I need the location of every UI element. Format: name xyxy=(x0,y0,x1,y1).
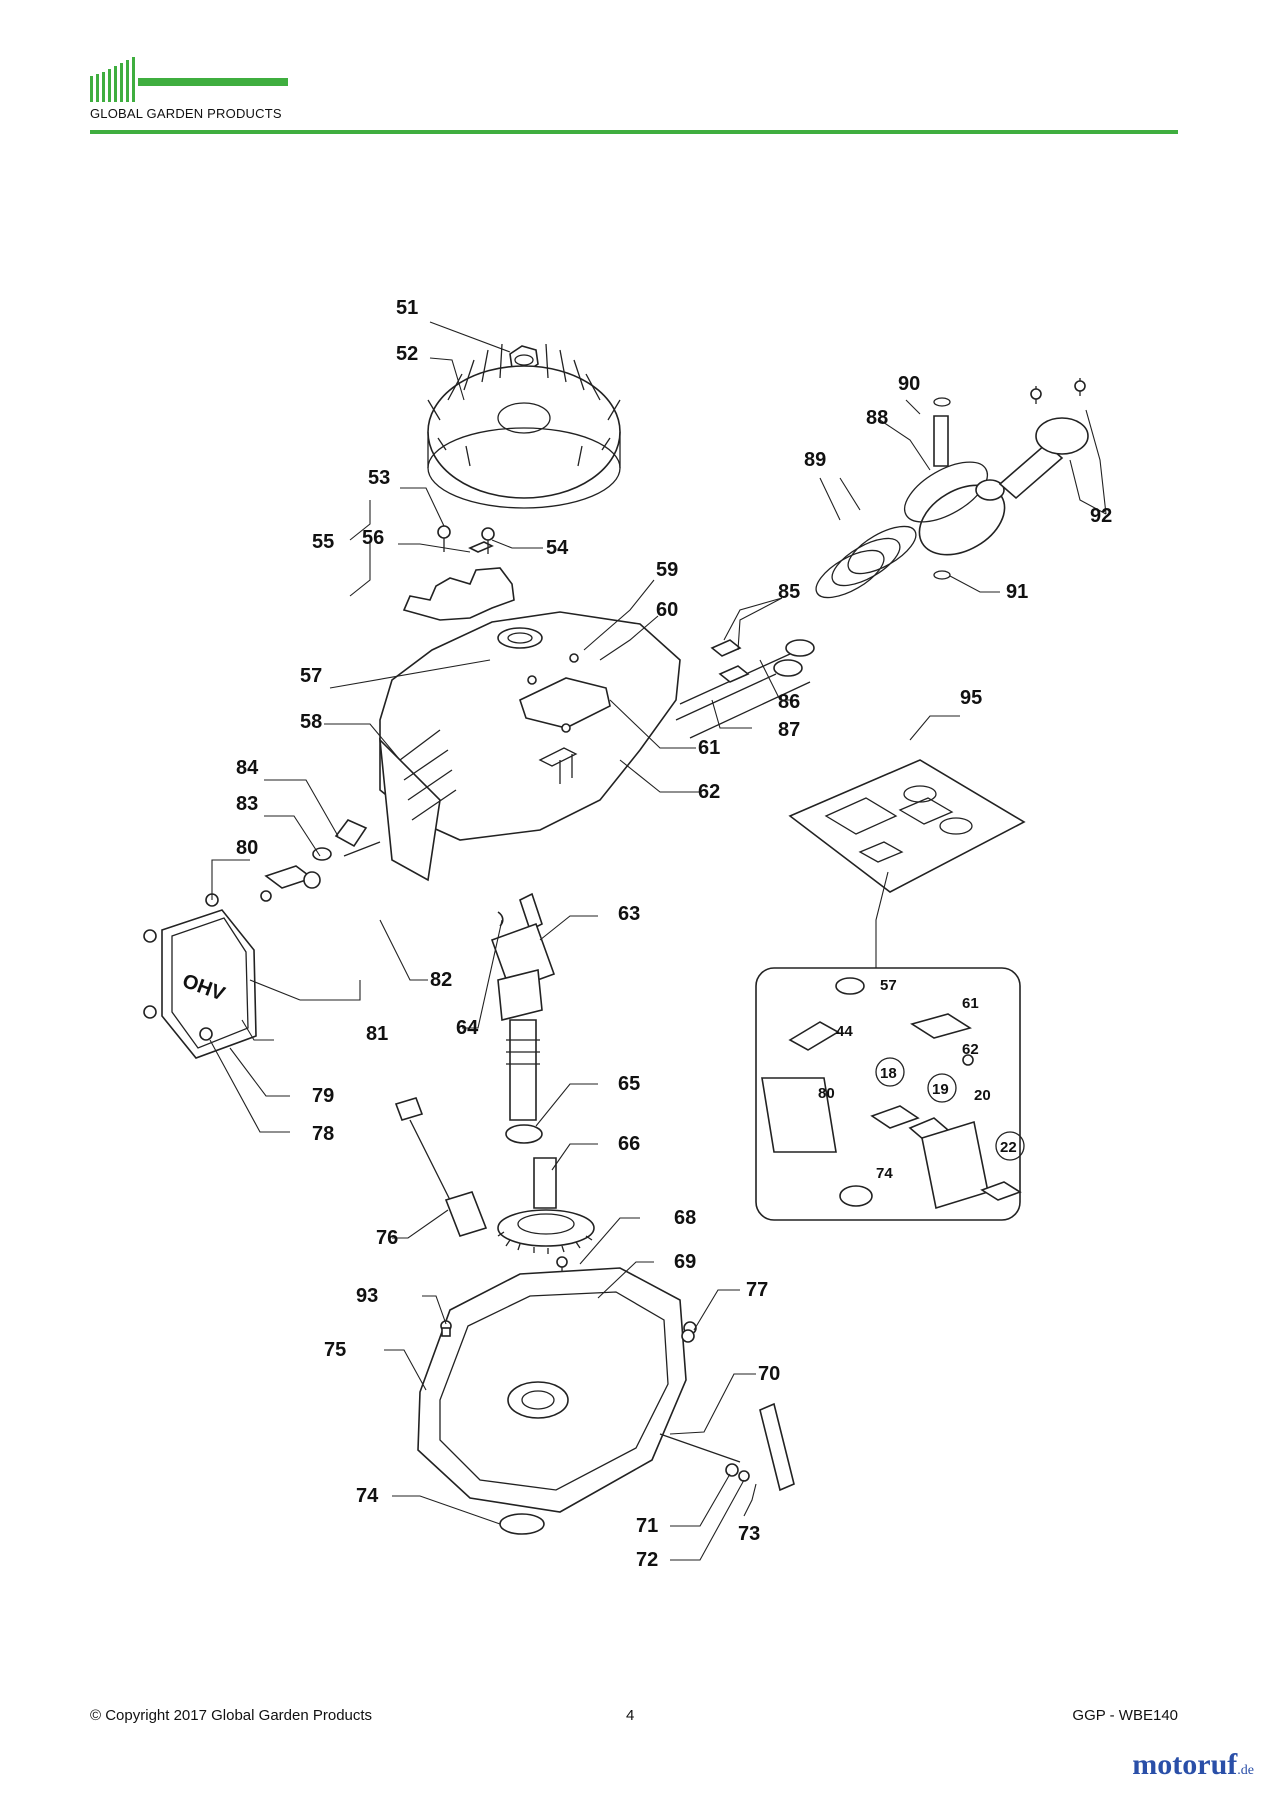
callout-52: 52 xyxy=(396,343,418,365)
callout-75: 75 xyxy=(324,1339,346,1361)
kit-callout-74: 74 xyxy=(876,1165,893,1182)
callout-73: 73 xyxy=(738,1523,760,1545)
callout-83: 83 xyxy=(236,793,258,815)
kit-callout-22: 22 xyxy=(1000,1139,1017,1156)
kit-callout-19: 19 xyxy=(932,1081,949,1098)
connecting-rod xyxy=(975,378,1089,501)
callout-77: 77 xyxy=(746,1279,768,1301)
callout-61: 61 xyxy=(698,737,720,759)
callout-65: 65 xyxy=(618,1073,640,1095)
kit-callout-18: 18 xyxy=(880,1065,897,1082)
callout-53: 53 xyxy=(368,467,390,489)
callout-66: 66 xyxy=(618,1133,640,1155)
callout-70: 70 xyxy=(758,1363,780,1385)
camshaft-gear xyxy=(497,1157,595,1254)
callout-59: 59 xyxy=(656,559,678,581)
piston-rings xyxy=(815,525,917,599)
kit-callout-44: 44 xyxy=(836,1023,853,1040)
callout-labels: 51 52 53 54 55 56 57 58 59 60 61 62 63 6… xyxy=(236,297,1112,1571)
kit-callout-20: 20 xyxy=(974,1087,991,1104)
callout-68: 68 xyxy=(674,1207,696,1229)
callout-60: 60 xyxy=(656,599,678,621)
plug-93 xyxy=(441,1327,451,1337)
oil-seal-74 xyxy=(499,1513,545,1535)
company-logo xyxy=(90,57,288,102)
callout-88: 88 xyxy=(866,407,888,429)
callout-87: 87 xyxy=(778,719,800,741)
callout-81: 81 xyxy=(366,1023,388,1045)
callout-85: 85 xyxy=(778,581,800,603)
dipstick xyxy=(394,1097,488,1237)
piston xyxy=(904,461,1006,556)
callout-84: 84 xyxy=(236,757,259,779)
callout-80: 80 xyxy=(236,837,258,859)
callout-72: 72 xyxy=(636,1549,658,1571)
callout-92: 92 xyxy=(1090,505,1112,527)
page-number: 4 xyxy=(626,1707,635,1724)
callout-89: 89 xyxy=(804,449,826,471)
watermark-tld: .de xyxy=(1237,1763,1254,1778)
crankshaft xyxy=(490,892,556,1121)
callout-74: 74 xyxy=(356,1485,379,1507)
callout-91: 91 xyxy=(1006,581,1028,603)
valves xyxy=(675,639,815,739)
kit-callout-61: 61 xyxy=(962,995,979,1012)
kit-callout-62: 62 xyxy=(962,1041,979,1058)
engine-block xyxy=(378,611,681,882)
callout-51: 51 xyxy=(396,297,418,319)
callout-78: 78 xyxy=(312,1123,334,1145)
callout-58: 58 xyxy=(300,711,322,733)
crankcase-sump xyxy=(417,1267,687,1513)
leader-lines xyxy=(209,321,1107,1561)
rocker-cover: OHV xyxy=(143,893,257,1059)
callout-79: 79 xyxy=(312,1085,334,1107)
callout-82: 82 xyxy=(430,969,452,991)
gasket-kit-bag xyxy=(788,759,1026,893)
copyright-text: © Copyright 2017 Global Garden Products xyxy=(90,1707,373,1724)
oil-seal-65 xyxy=(505,1124,543,1144)
piston-pin xyxy=(933,397,951,467)
callout-57: 57 xyxy=(300,665,322,687)
callout-71: 71 xyxy=(636,1515,658,1537)
callout-62: 62 xyxy=(698,781,720,803)
kit-callout-80: 80 xyxy=(818,1085,835,1102)
callout-56: 56 xyxy=(362,527,384,549)
callout-90: 90 xyxy=(898,373,920,395)
flywheel xyxy=(427,343,621,509)
rocker-parts xyxy=(260,819,381,902)
callout-64: 64 xyxy=(456,1017,479,1039)
callout-55: 55 xyxy=(312,531,334,553)
gasket-kit-labels: 57 61 44 62 18 19 20 80 22 74 xyxy=(818,977,1017,1182)
header-rule xyxy=(90,130,1178,134)
watermark-logo: motoruf.de xyxy=(1132,1748,1254,1782)
model-code: GGP - WBE140 xyxy=(1072,1707,1178,1724)
gasket-kit-box xyxy=(755,967,1025,1221)
callout-54: 54 xyxy=(546,537,569,559)
bolt-77 xyxy=(681,1329,695,1343)
callout-69: 69 xyxy=(674,1251,696,1273)
callout-63: 63 xyxy=(618,903,640,925)
watermark-name: motoruf xyxy=(1132,1748,1238,1781)
callout-76: 76 xyxy=(376,1227,398,1249)
callout-86: 86 xyxy=(778,691,800,713)
kit-callout-57: 57 xyxy=(880,977,897,994)
pin-clip xyxy=(933,570,951,580)
callout-93: 93 xyxy=(356,1285,378,1307)
callout-95: 95 xyxy=(960,687,982,709)
ignition-bracket xyxy=(402,525,515,621)
company-name: GLOBAL GARDEN PRODUCTS xyxy=(90,106,282,121)
